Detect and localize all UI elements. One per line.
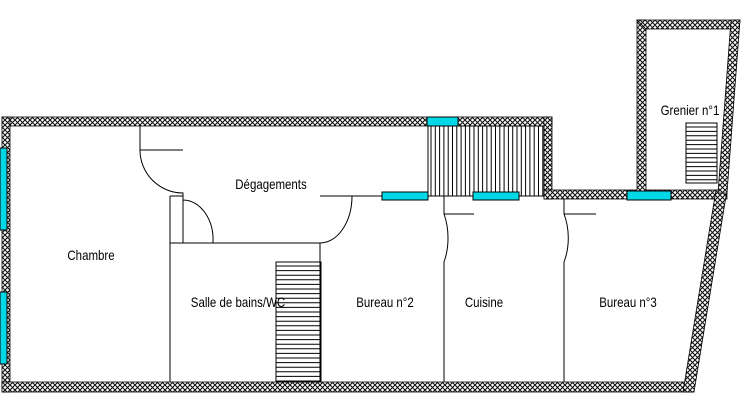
stairs-top xyxy=(427,125,545,197)
wall-grenier-right xyxy=(717,19,741,194)
door-cuisine xyxy=(443,213,474,263)
wall-stair-right xyxy=(543,116,553,200)
window-top xyxy=(426,116,459,127)
room-label-grenier: Grenier n°1 xyxy=(661,102,720,118)
exterior-walls xyxy=(1,19,741,393)
window-left-upper xyxy=(0,147,8,231)
room-label-cuisine: Cuisine xyxy=(465,294,503,310)
door-bureau3 xyxy=(563,213,596,263)
room-label-salle-de-bains: Salle de bains/WC xyxy=(191,294,285,310)
windows xyxy=(0,116,672,365)
window-grenier xyxy=(626,190,672,201)
room-label-bureau3: Bureau n°3 xyxy=(599,294,657,310)
door-chambre xyxy=(139,149,184,196)
wall-bottom xyxy=(1,381,695,393)
wall-right-slanted xyxy=(682,189,728,393)
window-left-lower xyxy=(0,291,8,365)
wall-top-main xyxy=(1,116,553,127)
stairs-grenier xyxy=(685,122,718,184)
room-label-degagements: Dégagements xyxy=(235,176,306,192)
door-bathroom xyxy=(182,196,214,244)
window-cuisine xyxy=(472,191,520,201)
stairs-bathroom xyxy=(275,261,322,383)
doors xyxy=(139,149,596,263)
room-label-chambre: Chambre xyxy=(67,247,114,263)
wall-grenier-left xyxy=(636,19,647,194)
wall-grenier-top xyxy=(636,19,741,30)
room-label-bureau2: Bureau n°2 xyxy=(356,294,414,310)
window-bureau2 xyxy=(381,191,429,201)
door-bureau2 xyxy=(319,195,353,244)
